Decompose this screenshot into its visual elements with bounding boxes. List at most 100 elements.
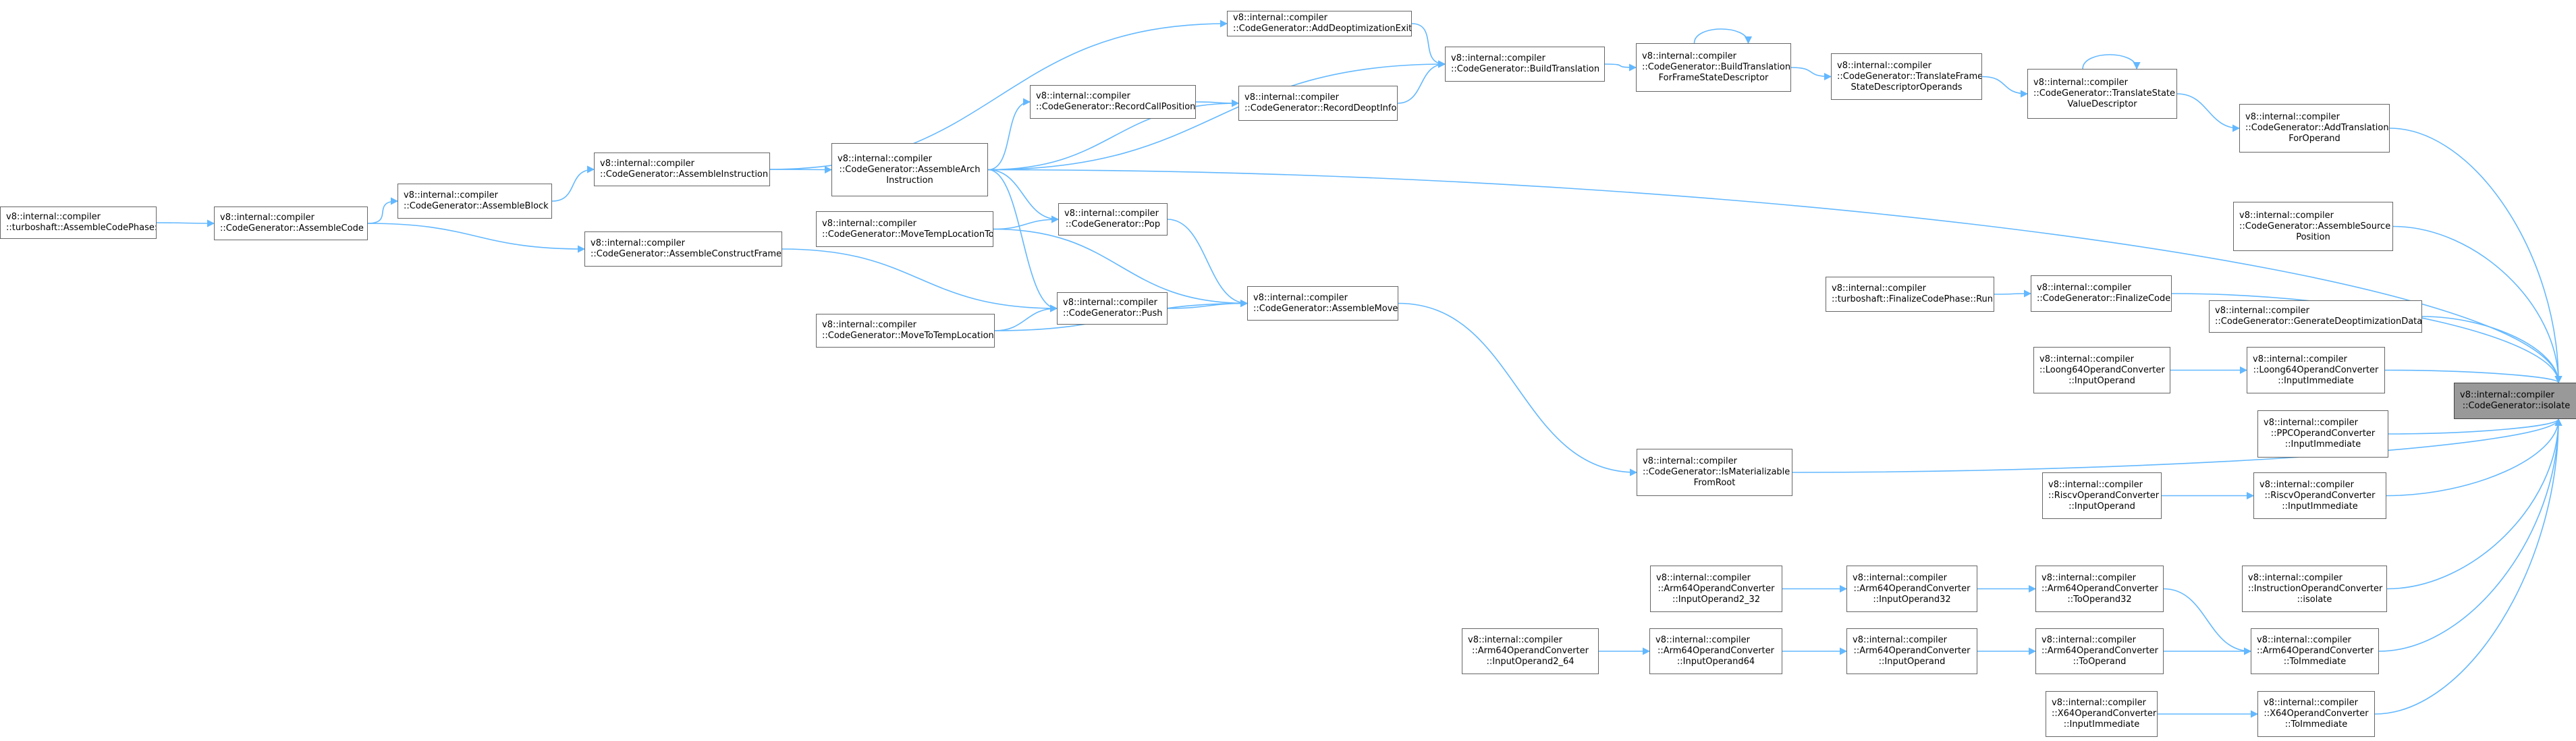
node-label-line: ::Arm64OperandConverter (1471, 646, 1589, 656)
node-finalize-code[interactable]: v8::internal::compiler::CodeGenerator::F… (2031, 275, 2172, 312)
node-riscv-input-operand[interactable]: v8::internal::compiler::RiscvOperandConv… (2042, 472, 2162, 519)
edge-assemble-arch-to-build-translation (987, 60, 1446, 171)
node-arm-input-op[interactable]: v8::internal::compiler::Arm64OperandConv… (1846, 628, 1977, 674)
node-label-line: ::Loong64OperandConverter (2039, 364, 2165, 375)
node-arm-to-imm[interactable]: v8::internal::compiler::Arm64OperandConv… (2251, 628, 2379, 674)
node-assemble-source[interactable]: v8::internal::compiler::CodeGenerator::A… (2233, 202, 2393, 251)
node-add-deopt-exit[interactable]: v8::internal::compiler::CodeGenerator::A… (1227, 11, 1412, 36)
node-ppc-input-imm[interactable]: v8::internal::compiler::PPCOperandConver… (2257, 410, 2388, 458)
node-arm-input-op2-32[interactable]: v8::internal::compiler::Arm64OperandConv… (1650, 566, 1782, 612)
edge-arm-to-op32-to-arm-to-imm (2163, 588, 2252, 655)
node-label-line: v8::internal::compiler (2033, 78, 2128, 88)
node-translate-frame[interactable]: v8::internal::compiler::CodeGenerator::T… (1831, 53, 1982, 100)
node-arm-input-op64[interactable]: v8::internal::compiler::Arm64OperandConv… (1649, 628, 1782, 674)
edge-gen-deopt-data-to-isolate (2421, 316, 2563, 384)
node-label-line: v8::internal::compiler (404, 190, 498, 200)
node-arm-input-op2-64[interactable]: v8::internal::compiler::Arm64OperandConv… (1462, 628, 1599, 674)
node-move-temp-to[interactable]: v8::internal::compiler::CodeGenerator::M… (816, 211, 993, 247)
edge-finalize-code-to-isolate (2171, 293, 2563, 384)
node-label-line: ::ToOperand (2073, 657, 2127, 667)
node-assemble-code[interactable]: v8::internal::compiler::CodeGenerator::A… (214, 207, 368, 240)
edge-add-translation-to-isolate (2389, 128, 2563, 384)
edge-arm-to-imm-to-isolate (2378, 418, 2563, 652)
node-label-line: ::CodeGenerator::Pop (1065, 219, 1161, 229)
node-label-line: v8::internal::compiler (1451, 53, 1545, 63)
edge-x64-to-imm-to-isolate (2374, 418, 2563, 715)
node-arm-to-op32[interactable]: v8::internal::compiler::Arm64OperandConv… (2035, 566, 2164, 612)
node-assemble-arch[interactable]: v8::internal::compiler::CodeGenerator::A… (831, 143, 988, 196)
node-label-line: ::InputImmediate (2278, 375, 2354, 386)
node-label-line: ::InputOperand32 (1873, 594, 1951, 605)
node-arm-input-op32[interactable]: v8::internal::compiler::Arm64OperandConv… (1846, 566, 1977, 612)
node-label-line: v8::internal::compiler (2039, 354, 2134, 364)
node-label-line: v8::internal::compiler (2215, 306, 2309, 316)
node-label-line: ::CodeGenerator::GenerateDeoptimizationD… (2215, 317, 2422, 327)
node-label-line: v8::internal::compiler (1837, 60, 1931, 71)
edge-assemble-source-to-isolate (2392, 225, 2563, 384)
node-record-deopt-info[interactable]: v8::internal::compiler::CodeGenerator::R… (1238, 86, 1398, 121)
node-label-line: ::Arm64OperandConverter (1853, 583, 1971, 594)
node-arm-to-op[interactable]: v8::internal::compiler::Arm64OperandConv… (2035, 628, 2164, 674)
node-pop[interactable]: v8::internal::compiler::CodeGenerator::P… (1058, 203, 1168, 236)
node-label-line: ::InputOperand64 (1676, 657, 1755, 667)
node-finalize-run[interactable]: v8::internal::compiler::turboshaft::Fina… (1826, 277, 1994, 312)
node-x64-input-imm[interactable]: v8::internal::compiler::X64OperandConver… (2046, 691, 2158, 737)
node-label-line: v8::internal::compiler (2041, 635, 2136, 645)
node-is-materializable[interactable]: v8::internal::compiler::CodeGenerator::I… (1637, 449, 1792, 496)
node-label-line: v8::internal::compiler (2264, 418, 2358, 428)
edge-riscv-input-imm-to-isolate (2386, 418, 2563, 497)
node-label-line: ::isolate (2297, 594, 2332, 605)
node-loong-input-operand[interactable]: v8::internal::compiler::Loong64OperandCo… (2033, 347, 2170, 393)
node-label-line: ::InputOperand (2068, 501, 2135, 512)
node-record-call-pos[interactable]: v8::internal::compiler::CodeGenerator::R… (1030, 85, 1196, 119)
node-label-line: v8::internal::compiler (1656, 572, 1751, 583)
node-label-line: ::CodeGenerator::IsMaterializable (1643, 467, 1790, 477)
node-label-line: v8::internal::compiler (2052, 698, 2146, 708)
node-assemble-move[interactable]: v8::internal::compiler::CodeGenerator::A… (1247, 286, 1398, 321)
edge-ppc-input-imm-to-isolate (2388, 418, 2563, 435)
node-label-line: ::turboshaft::AssembleCodePhase::Run (6, 223, 156, 233)
node-label-line: ::CodeGenerator::Push (1063, 308, 1163, 319)
node-instr-op-isolate[interactable]: v8::internal::compiler::InstructionOpera… (2242, 566, 2387, 612)
node-label-line: ::InputImmediate (2063, 719, 2140, 730)
node-label-line: ::CodeGenerator::AssembleBlock (404, 201, 549, 211)
node-turboshaft-assemble[interactable]: v8::internal::compiler::turboshaft::Asse… (0, 207, 157, 239)
node-label-line: ::Arm64OperandConverter (2041, 583, 2159, 594)
node-label-line: ::CodeGenerator::MoveTempLocationTo (822, 229, 993, 240)
node-move-to-temp[interactable]: v8::internal::compiler::CodeGenerator::M… (816, 314, 995, 348)
node-label-line: ::CodeGenerator::MoveToTempLocation (822, 331, 994, 341)
node-label-line: ::RiscvOperandConverter (2048, 490, 2160, 501)
node-translate-state[interactable]: v8::internal::compiler::CodeGenerator::T… (2027, 69, 2177, 119)
node-build-translation-fs[interactable]: v8::internal::compiler::CodeGenerator::B… (1636, 43, 1791, 92)
node-push[interactable]: v8::internal::compiler::CodeGenerator::P… (1057, 292, 1168, 325)
node-x64-to-imm[interactable]: v8::internal::compiler::X64OperandConver… (2257, 691, 2375, 737)
node-label-line: ::Arm64OperandConverter (2257, 646, 2374, 656)
node-label-line: ::CodeGenerator::AssembleArch (839, 164, 981, 175)
edge-assemble-construct-to-push (782, 248, 1058, 312)
node-gen-deopt-data[interactable]: v8::internal::compiler::CodeGenerator::G… (2209, 300, 2422, 333)
node-assemble-construct[interactable]: v8::internal::compiler::CodeGenerator::A… (584, 231, 782, 267)
node-label-line: v8::internal::compiler (1468, 635, 1562, 645)
edge-instr-op-isolate-to-isolate (2386, 418, 2563, 590)
node-assemble-block[interactable]: v8::internal::compiler::CodeGenerator::A… (398, 184, 552, 219)
node-label-line: v8::internal::compiler (2245, 112, 2340, 122)
node-isolate[interactable]: v8::internal::compiler::CodeGenerator::i… (2454, 383, 2576, 419)
node-label-line: v8::internal::compiler (2037, 283, 2131, 293)
node-loong-input-imm[interactable]: v8::internal::compiler::Loong64OperandCo… (2247, 347, 2385, 393)
edge-assemble-code-to-assemble-construct (367, 223, 586, 253)
node-add-translation[interactable]: v8::internal::compiler::CodeGenerator::A… (2239, 104, 2390, 153)
node-assemble-instruction[interactable]: v8::internal::compiler::CodeGenerator::A… (594, 153, 770, 186)
node-label-line: ::Loong64OperandConverter (2253, 364, 2379, 375)
node-label-line: FromRoot (1693, 478, 1736, 488)
node-label-line: v8::internal::compiler (220, 213, 314, 223)
node-build-translation[interactable]: v8::internal::compiler::CodeGenerator::B… (1445, 47, 1605, 82)
node-label-line: v8::internal::compiler (1655, 635, 1750, 645)
node-label-line: ::RiscvOperandConverter (2264, 490, 2376, 501)
node-riscv-input-imm[interactable]: v8::internal::compiler::RiscvOperandConv… (2253, 472, 2386, 519)
node-label-line: v8::internal::compiler (822, 320, 916, 330)
node-label-line: ::CodeGenerator::AddTranslation (2245, 123, 2389, 133)
node-label-line: ::CodeGenerator::AddDeoptimizationExit (1233, 24, 1412, 34)
node-label-line: ForOperand (2289, 134, 2340, 144)
node-label-line: ::CodeGenerator::AssembleConstructFrame (591, 249, 782, 259)
